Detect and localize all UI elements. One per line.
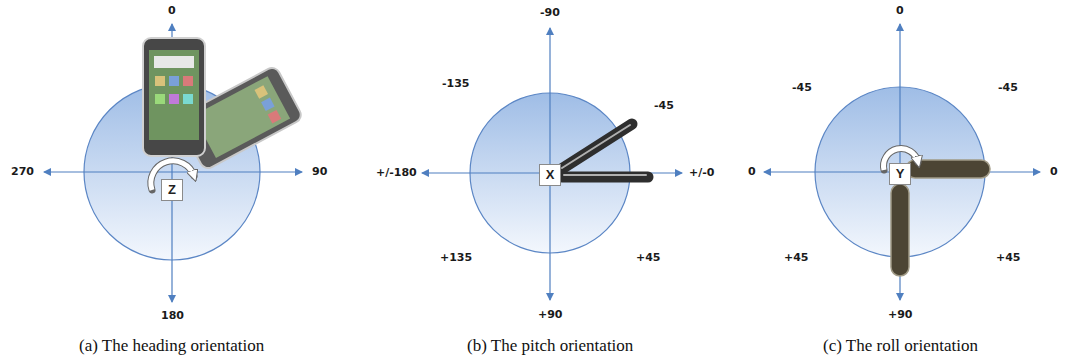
angle-label: -45 (996, 81, 1020, 95)
axis-label: 90 (310, 165, 329, 179)
axis-box: Z (161, 179, 183, 201)
angle-label: +45 (994, 251, 1023, 265)
sub-caption: (a) The heading orientation (79, 336, 264, 356)
axis-box: Y (889, 163, 911, 185)
axis-letter: X (546, 168, 555, 182)
angle-label: -135 (440, 77, 472, 91)
axis-label: 0 (1048, 165, 1060, 179)
sub-caption: (c) The roll orientation (823, 336, 978, 356)
roll-panel (764, 24, 1040, 300)
angle-label: +45 (634, 251, 663, 265)
axis-label: +90 (536, 308, 565, 322)
axis-label: 270 (9, 165, 36, 179)
axis-label: +90 (886, 308, 915, 322)
axis-label: 0 (894, 4, 906, 18)
axis-letter: Z (168, 183, 176, 197)
heading-panel (44, 24, 304, 302)
angle-label: -45 (790, 81, 814, 95)
axis-label: 0 (746, 165, 758, 179)
axis-label: +/-0 (687, 166, 716, 180)
angle-label: +45 (782, 251, 811, 265)
pitch-panel (422, 28, 682, 300)
sub-caption: (b) The pitch orientation (467, 336, 633, 356)
angle-label: -45 (652, 99, 676, 113)
axis-label: -90 (538, 6, 562, 20)
axis-box: X (539, 164, 561, 186)
angle-label: +135 (438, 251, 474, 265)
axis-label: +/-180 (374, 166, 419, 180)
axis-label: 180 (159, 309, 186, 323)
axis-letter: Y (896, 167, 905, 181)
axis-label: 0 (166, 4, 178, 18)
